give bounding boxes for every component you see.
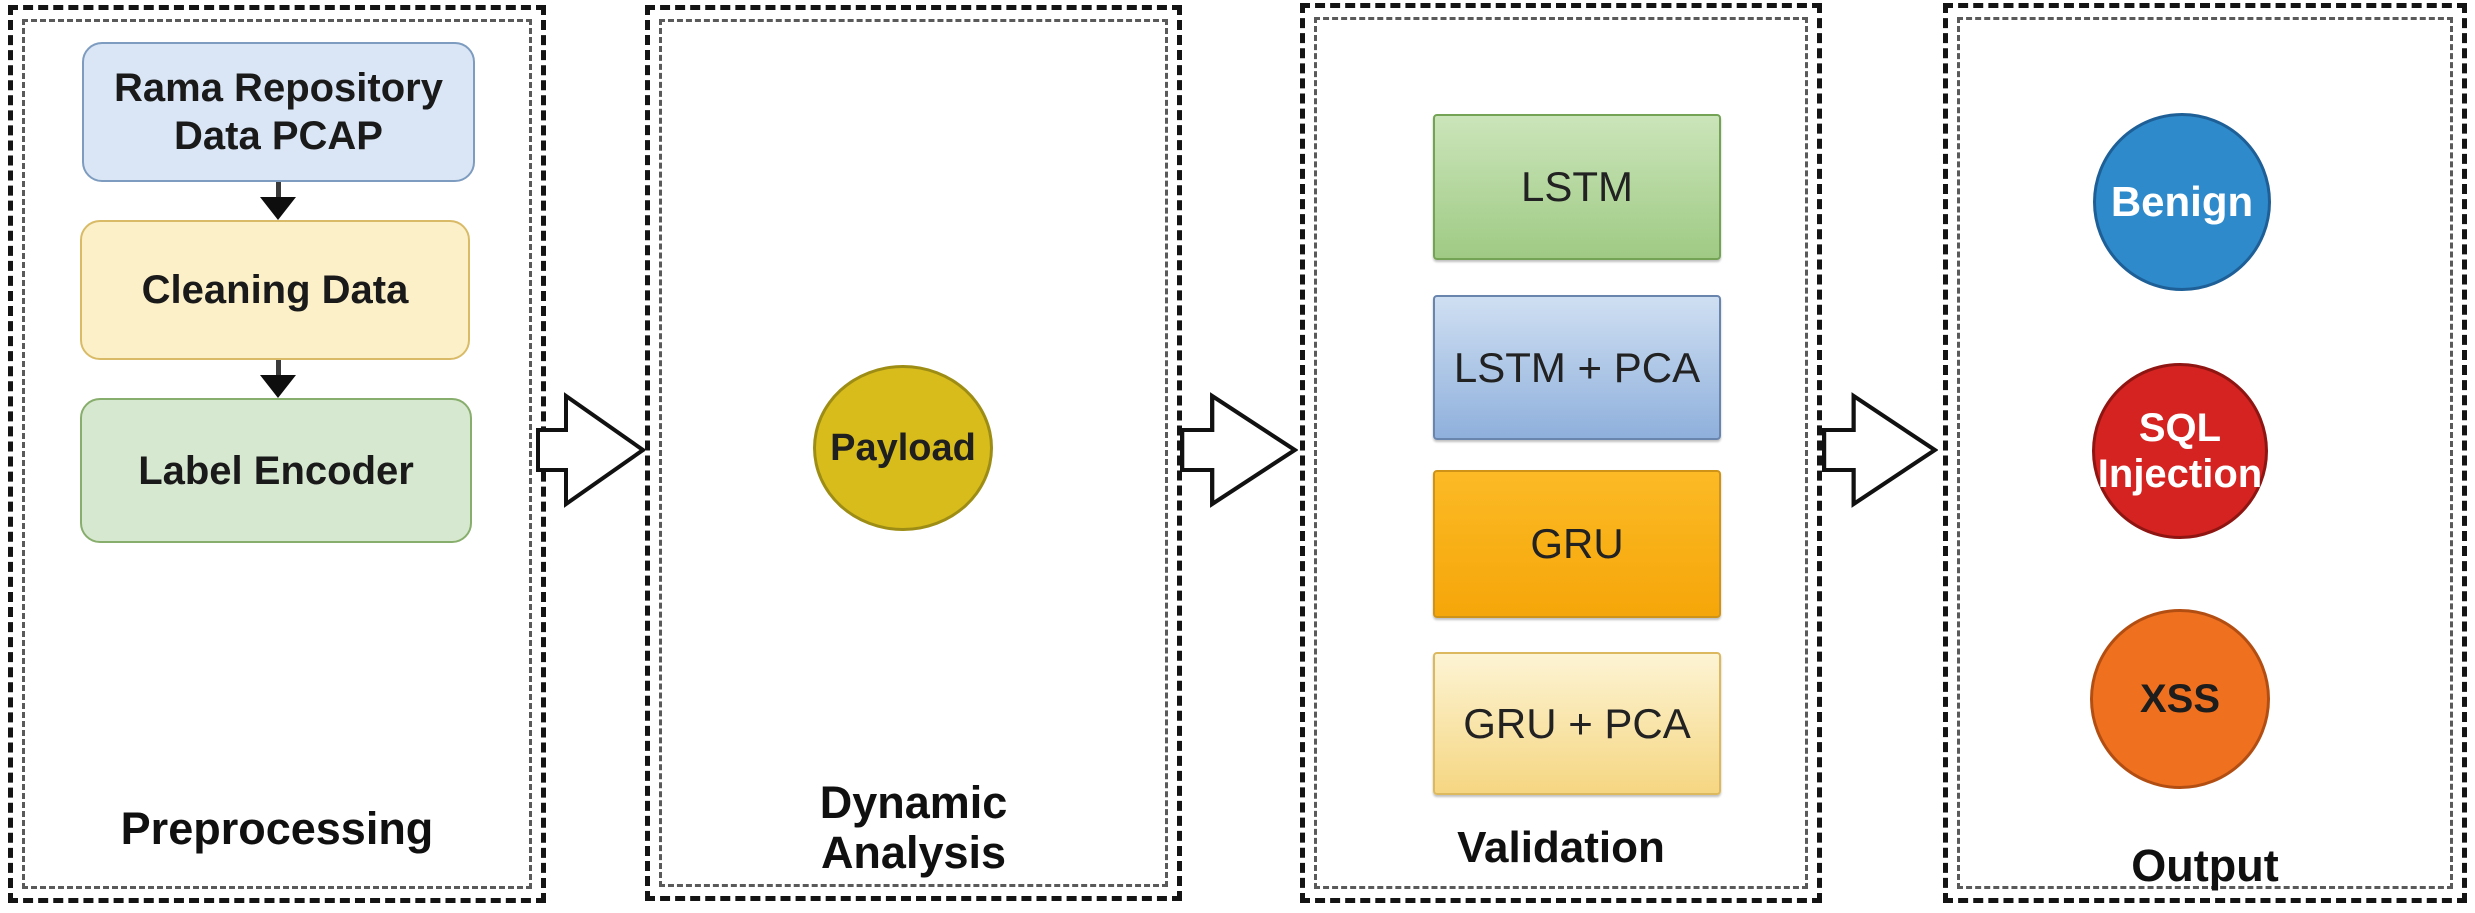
node-label: XSS [2139, 677, 2221, 721]
node-lstm: LSTM [1433, 114, 1721, 260]
node-label: LSTM + PCA [1453, 343, 1701, 391]
panel-dynamic-analysis: Payload Dynamic Analysis [645, 5, 1182, 901]
panel-title-output: Output [2131, 840, 2279, 891]
node-label: LSTM [1520, 163, 1633, 210]
down-arrow-stem [275, 182, 281, 197]
node-label: Benign [2110, 178, 2254, 225]
panel-title-validation: Validation [1457, 823, 1665, 872]
node-rama-repository-data-pcap: Rama Repository Data PCAP [82, 42, 475, 182]
panel-title-preprocessing: Preprocessing [120, 803, 434, 854]
node-gru: GRU [1433, 470, 1721, 618]
node-benign: Benign [2093, 113, 2271, 291]
panel-validation: LSTM LSTM + PCA GRU GRU + PCA Validation [1300, 3, 1822, 903]
down-arrow-head [260, 197, 296, 220]
node-cleaning-data: Cleaning Data [80, 220, 470, 360]
down-arrow-head [260, 375, 296, 398]
panel-output: Benign SQL Injection XSS Output [1943, 3, 2467, 903]
node-label: GRU + PCA [1463, 699, 1691, 747]
node-xss: XSS [2090, 609, 2270, 789]
down-arrow-icon [258, 360, 298, 398]
node-gru-pca: GRU + PCA [1433, 652, 1721, 795]
node-lstm-pca: LSTM + PCA [1433, 295, 1721, 440]
node-label: Payload [830, 427, 976, 469]
panel-preprocessing: Rama Repository Data PCAP Cleaning Data … [8, 5, 546, 903]
panel-title-dynamic-analysis: Dynamic Analysis [819, 777, 1008, 878]
node-label-encoder: Label Encoder [80, 398, 472, 543]
node-sql-injection: SQL Injection [2092, 363, 2268, 539]
down-arrow-icon [258, 182, 298, 220]
node-payload: Payload [813, 365, 993, 531]
node-label: Label Encoder [138, 448, 414, 493]
node-label: Rama Repository Data PCAP [114, 66, 443, 158]
down-arrow-stem [275, 360, 281, 375]
node-label: GRU [1530, 520, 1624, 567]
node-label: Cleaning Data [141, 268, 409, 312]
flow-arrow-right-icon [536, 392, 646, 508]
flow-arrow-right-icon [1180, 392, 1298, 508]
flow-arrow-right-icon [1822, 392, 1938, 508]
node-label: SQL Injection [2097, 406, 2263, 496]
